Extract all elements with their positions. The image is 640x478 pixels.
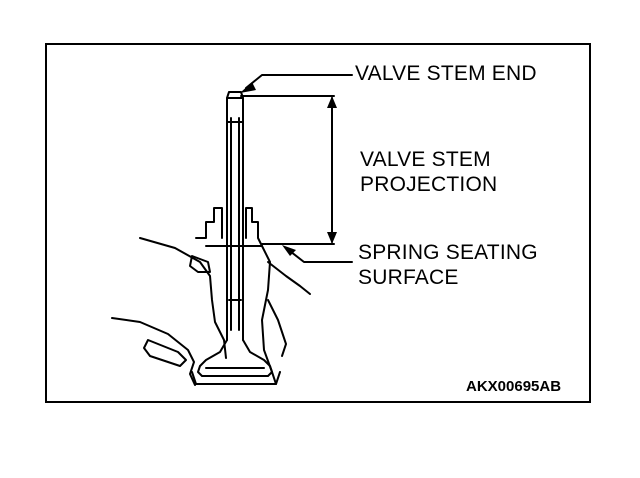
valve-seat bbox=[191, 371, 281, 385]
cylinder-head-outline bbox=[139, 237, 227, 359]
cylinder-head-lower bbox=[111, 317, 196, 386]
valve-stem bbox=[226, 97, 244, 341]
valve-stem-end-leader bbox=[245, 74, 353, 89]
spring-seat-left bbox=[195, 207, 223, 239]
spring-seat-right bbox=[245, 207, 263, 247]
figure-code: AKX00695AB bbox=[466, 378, 562, 395]
port-opening bbox=[143, 339, 187, 367]
small-port bbox=[189, 255, 211, 273]
diagram-frame bbox=[45, 43, 591, 403]
label-valve-stem-projection-line1: VALVE STEM bbox=[360, 148, 491, 171]
label-valve-stem-projection-line2: PROJECTION bbox=[360, 173, 498, 196]
valve-stem-groove bbox=[226, 121, 244, 301]
casting-right-inner bbox=[267, 299, 287, 357]
valve-stem-inner bbox=[230, 117, 240, 331]
projection-arrow-down bbox=[327, 232, 337, 244]
spring-seating-arrowhead bbox=[282, 245, 296, 256]
valve-stem-tip bbox=[226, 91, 244, 99]
label-spring-seating-line2: SURFACE bbox=[358, 266, 459, 289]
valve-stem-end-arrowhead bbox=[240, 82, 256, 93]
projection-arrow-up bbox=[327, 96, 337, 108]
valve-head bbox=[197, 339, 273, 377]
label-spring-seating-line1: SPRING SEATING bbox=[358, 241, 538, 264]
casting-right-outer bbox=[267, 261, 311, 295]
label-valve-stem-end: VALVE STEM END bbox=[355, 62, 537, 85]
